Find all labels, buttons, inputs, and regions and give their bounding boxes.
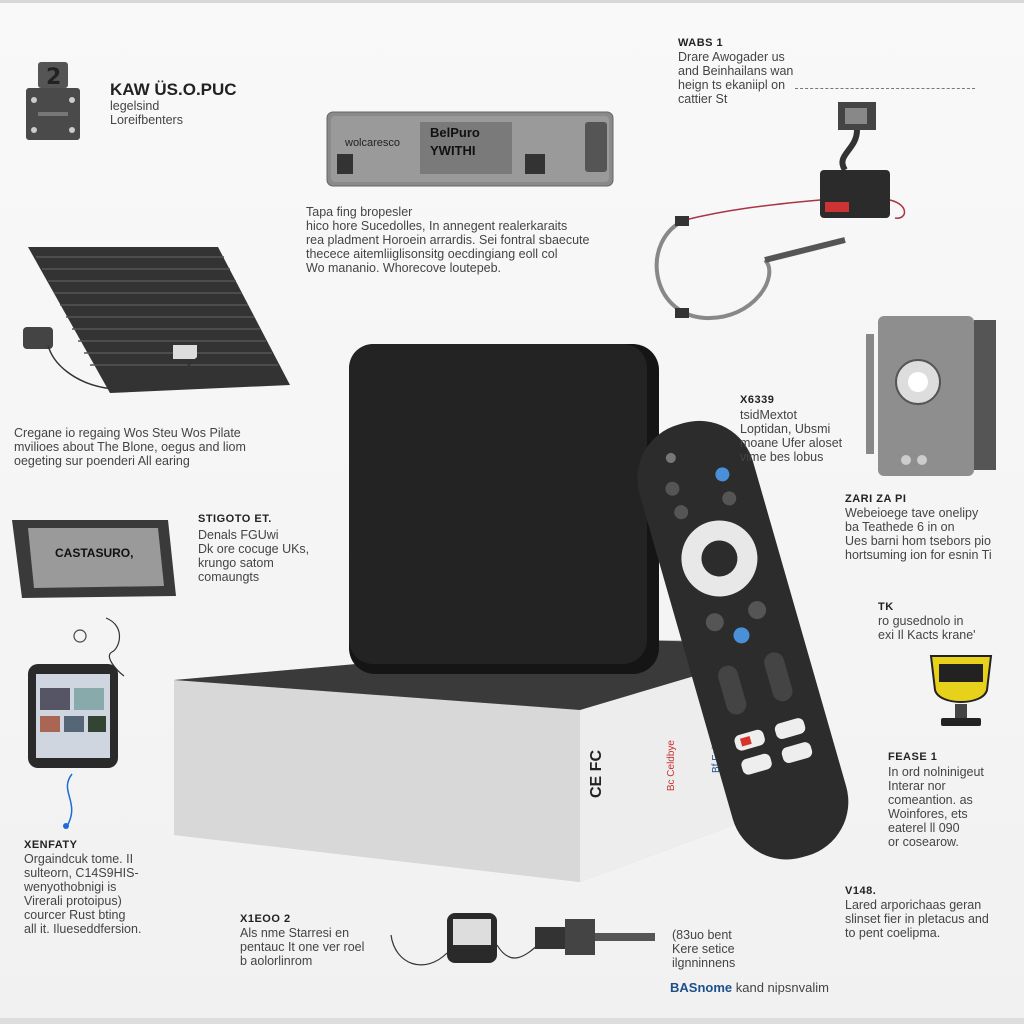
svg-text:2: 2	[46, 65, 61, 90]
speaker-device	[866, 316, 996, 476]
cable-adapter	[654, 102, 906, 321]
callout-right-mid-heading: ZARI ZA PI	[845, 493, 907, 505]
callout-top-right-heading: WABS 1	[678, 37, 724, 49]
callout-bottom-center: Als nme Starresi en pentauc It one ver r…	[240, 926, 365, 968]
leader-line	[795, 88, 975, 89]
callout-left-screen: Denals FGUwi Dk ore cocuge UKs, krungo s…	[198, 528, 310, 584]
callout-left-mid: Cregane io regaing Wos Steu Wos Pilate m…	[14, 426, 246, 468]
stick-label-left: wolcaresco	[345, 137, 401, 149]
flat-antenna	[23, 247, 290, 393]
stick-label-center: BelPuro YWITHI	[430, 125, 480, 158]
bottom-border	[0, 1018, 1024, 1024]
callout-right-top: tsidMextot Loptidan, Ubsmi moane Ufer al…	[740, 408, 843, 464]
smartphone	[28, 664, 118, 768]
callout-right-tk-heading: TK	[878, 601, 894, 613]
usb-cable	[63, 773, 73, 829]
callout-right-lower: In ord nolninigeut Interar nor comeantio…	[888, 765, 984, 849]
callout-left-bottom-heading: XENFATY	[24, 839, 78, 851]
callout-right-top-heading: X6339	[740, 394, 775, 406]
brand-tagline: kand nipsnvalim	[735, 980, 829, 995]
box-ce-mark: CE FC	[588, 750, 605, 798]
tv-box	[349, 344, 659, 674]
plug-icon: 2	[26, 62, 80, 140]
callout-bottom-right: (83uo bent Kere setice ilgnninnens	[672, 928, 736, 970]
callout-left-screen-heading: STIGOTO ET.	[198, 513, 272, 525]
callout-left-bottom: Orgaindcuk tome. II sulteorn, C14S9HIS- …	[24, 852, 142, 936]
callout-top-center: Tapa fing bropesler hico hore Sucedolles…	[306, 205, 590, 275]
page-subtitle: legelsind Loreifbenters	[110, 99, 183, 127]
callout-top-right: Drare Awogader us and Beinhailans wan he…	[678, 50, 794, 106]
callout-right-bottom-heading: V148.	[845, 885, 877, 897]
brand-line: BASnome kand nipsnvalim	[670, 980, 829, 995]
streaming-stick	[326, 111, 614, 187]
adapter-accessories	[390, 913, 655, 966]
brand-name: BASnome	[670, 980, 733, 995]
remote-control	[637, 420, 849, 860]
callout-right-lower-heading: FEASE 1	[888, 751, 938, 763]
callout-bottom-center-heading: X1EOO 2	[240, 913, 291, 925]
top-border	[0, 0, 1024, 3]
screen-label: CASTASURO,	[55, 546, 134, 560]
tv-screen-device	[12, 520, 176, 598]
award-badge	[929, 655, 993, 726]
callout-right-tk: ro gusednolo in exi Il Kacts krane'	[878, 614, 976, 642]
callout-right-mid: Webeioege tave onelipy ba Teathede 6 in …	[845, 506, 992, 562]
page-title: KAW ÜS.O.PUC	[110, 80, 237, 99]
callout-right-bottom: Lared arporichaas geran slinset fier in …	[845, 898, 989, 940]
